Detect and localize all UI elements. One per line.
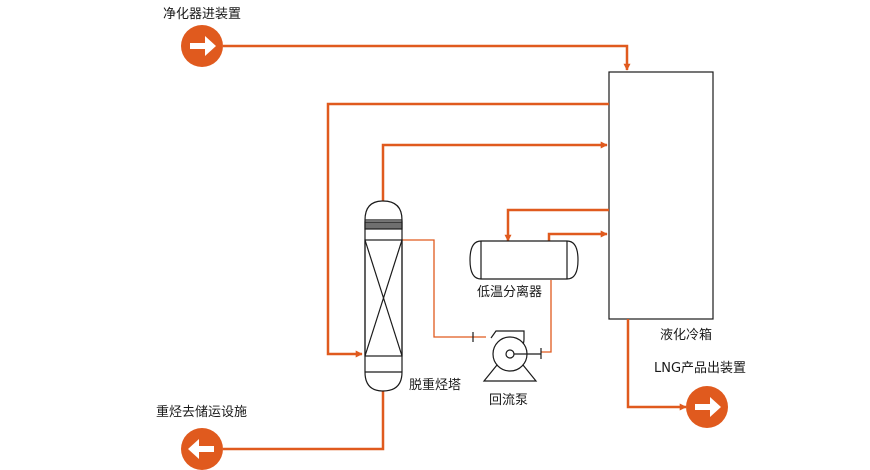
- liquefaction-cold-box: [608, 71, 714, 320]
- lng-product-outlet-label: LNG产品出装置: [654, 361, 747, 376]
- separator-label: 低温分离器: [477, 285, 543, 300]
- purifier-inlet-connector: [181, 25, 223, 67]
- separator-vapor-line: [547, 230, 608, 241]
- heavy-hydrocarbon-outlet-label: 重烃去储运设施: [156, 405, 248, 420]
- cold-box-label: 液化冷箱: [660, 328, 713, 343]
- pump-to-separator-line: [541, 280, 552, 353]
- heavy-hydrocarbon-line: [223, 386, 385, 451]
- lng-product-line: [626, 319, 687, 411]
- deheavy-column-label: 脱重烃塔: [409, 378, 462, 393]
- column-to-pump-line: [402, 239, 486, 338]
- low-temp-separator: [469, 240, 579, 280]
- purifier-inlet-label: 净化器进装置: [163, 7, 242, 22]
- reflux-pump-label: 回流泵: [489, 393, 529, 408]
- deheavy-column: [364, 200, 403, 392]
- column-feed-line: [326, 102, 609, 358]
- feed-line: [223, 44, 631, 71]
- heavy-hydrocarbon-outlet-connector: [181, 428, 223, 470]
- column-overhead-line: [381, 141, 608, 202]
- reflux-pump: [472, 330, 542, 382]
- lng-product-outlet-connector: [686, 386, 728, 428]
- separator-feed-line: [504, 208, 609, 242]
